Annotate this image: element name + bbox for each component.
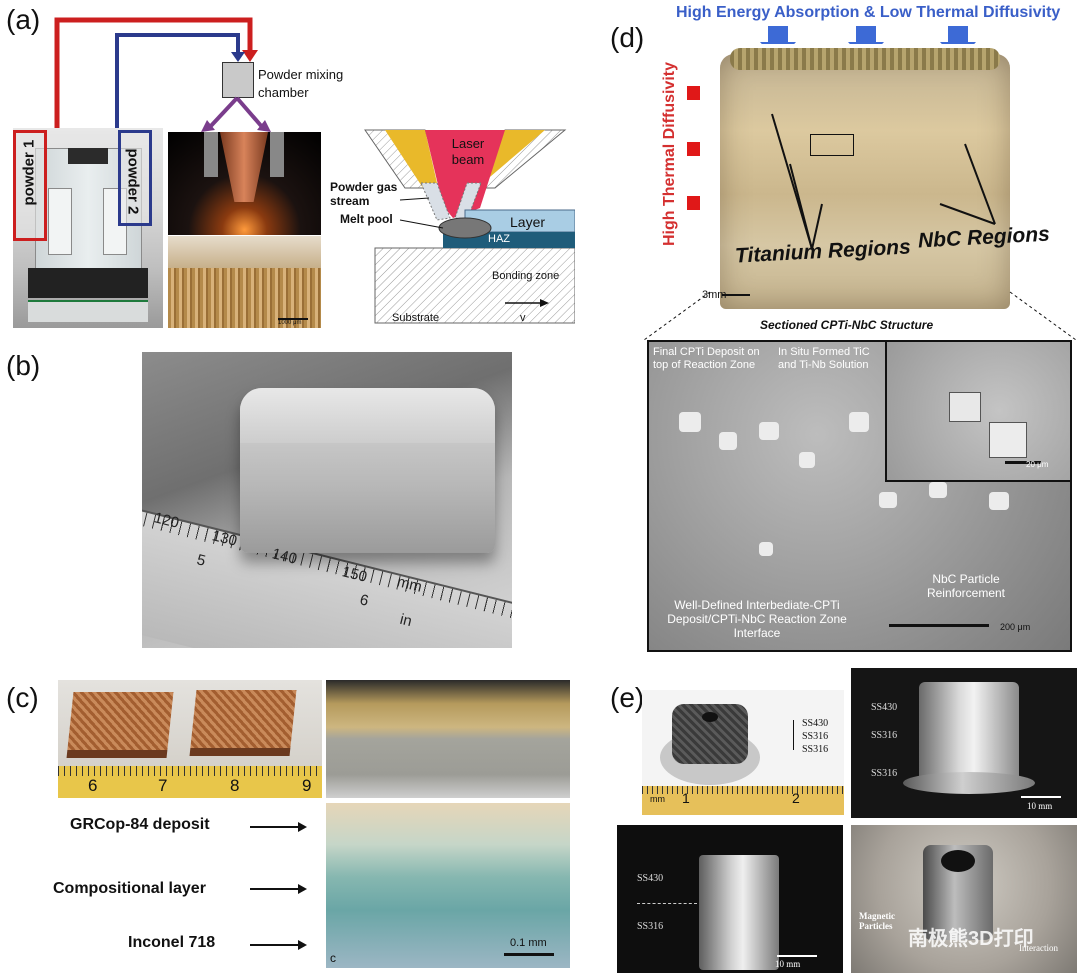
cross-section-photo xyxy=(326,680,570,798)
magnetic-particles-photo: Magnetic Particles Interaction xyxy=(851,825,1077,973)
sectioned-caption: Sectioned CPTi-NbC Structure xyxy=(760,318,934,332)
e3-label-0: SS430 xyxy=(637,873,664,884)
d-side-caption: High Thermal Diffusivity xyxy=(661,61,678,247)
panel-d-letter: (d) xyxy=(610,22,645,53)
layer-micrograph: 1000 μm xyxy=(168,236,321,328)
grcop-samples-photo: 6 7 8 9 xyxy=(58,680,322,798)
melt-pool-label: Melt pool xyxy=(340,212,393,226)
e-stack1-0: SS430 xyxy=(802,718,829,729)
e2-label-0: SS430 xyxy=(871,702,898,713)
powder2-box xyxy=(118,130,152,226)
inconel-label: Inconel 718 xyxy=(128,934,216,951)
e-ruler-unit: mm xyxy=(650,794,665,804)
bonding-zone-label: Bonding zone xyxy=(492,270,560,282)
c-ruler-7: 7 xyxy=(158,776,168,795)
zoom-lines xyxy=(643,291,1077,341)
d-3mm-scale: 3mm xyxy=(702,289,727,301)
final-deposit-label: Final CPTi Deposit on top of Reaction Zo… xyxy=(653,346,760,371)
disk-sample-photo: 1 2 mm SS430 SS316 SS316 xyxy=(642,690,844,815)
compositional-layer-label: Compositional layer xyxy=(53,880,206,897)
e-stack1-1: SS316 xyxy=(802,731,829,742)
grcop-label: GRCop-84 deposit xyxy=(70,816,210,833)
c-ruler-9: 9 xyxy=(302,776,312,795)
layer-label: Layer xyxy=(510,214,546,230)
printed-block-photo: 120 130 140 150 mm 5 6 in xyxy=(142,352,512,648)
feed-lines xyxy=(54,17,258,130)
cylinder-sample-photo-1: SS430 SS316 SS316 10 mm xyxy=(851,668,1077,818)
e-stack1-2: SS316 xyxy=(802,744,829,755)
watermark: 南极熊3D打印 xyxy=(908,928,1034,950)
laser-beam-label: Laser beam xyxy=(451,136,485,167)
c-corner-label: c xyxy=(330,951,336,965)
e3-label-1: SS316 xyxy=(637,921,664,932)
velocity-label: v xyxy=(520,312,526,324)
haz-label: HAZ xyxy=(488,233,510,245)
d-region-arrows xyxy=(771,113,996,250)
interface-label: Well-Defined Interbediate-CPTi Deposit/C… xyxy=(667,598,847,640)
laser-schematic xyxy=(325,128,575,328)
e2-scale: 10 mm xyxy=(1027,801,1053,811)
panel-e-letter: (e) xyxy=(610,682,645,713)
substrate-label: Substrate xyxy=(392,312,440,324)
c-ruler-6: 6 xyxy=(88,776,98,795)
c-scale-label: 0.1 mm xyxy=(510,937,547,949)
powder2-label: powder 2 xyxy=(124,148,142,215)
purple-arrows xyxy=(201,96,271,132)
panel-c-letter: (c) xyxy=(6,682,39,713)
mixing-chamber-label: Powder mixing chamber xyxy=(258,67,344,100)
compositional-micrograph: 0.1 mm c xyxy=(326,803,570,968)
c-ruler-8: 8 xyxy=(230,776,240,795)
e2-label-1: SS316 xyxy=(871,730,898,741)
panel-b-letter: (b) xyxy=(6,350,41,381)
powder1-label: powder 1 xyxy=(20,139,38,206)
e-ruler-2: 2 xyxy=(792,790,800,806)
in-situ-label: In Situ Formed TiC and Ti-Nb Solution xyxy=(778,346,870,371)
e-ruler-1: 1 xyxy=(682,790,690,806)
e3-scale: 10 mm xyxy=(775,959,801,969)
powder1-box xyxy=(13,130,47,241)
magnetic-label: Magnetic Particles xyxy=(859,911,895,931)
powder-gas-label: Powder gas stream xyxy=(330,180,398,208)
interaction-label: Interaction xyxy=(1019,943,1058,953)
d-200um-scale: 200 μm xyxy=(1000,622,1031,632)
panel-a-letter: (a) xyxy=(6,4,41,35)
e2-label-2: SS316 xyxy=(871,768,898,779)
inset-scale-label: 20 μm xyxy=(1026,460,1049,469)
d-top-caption: High Energy Absorption & Low Thermal Dif… xyxy=(676,4,1061,21)
nbc-particle-label: NbC Particle Reinforcement xyxy=(926,572,1006,600)
mixing-chamber-box xyxy=(222,62,254,98)
cpti-nbc-photo xyxy=(700,44,1020,314)
cylinder-sample-photo-2: SS430 SS316 10 mm xyxy=(617,825,843,973)
sem-micrograph xyxy=(647,340,1072,652)
nozzle-photo xyxy=(168,132,321,235)
